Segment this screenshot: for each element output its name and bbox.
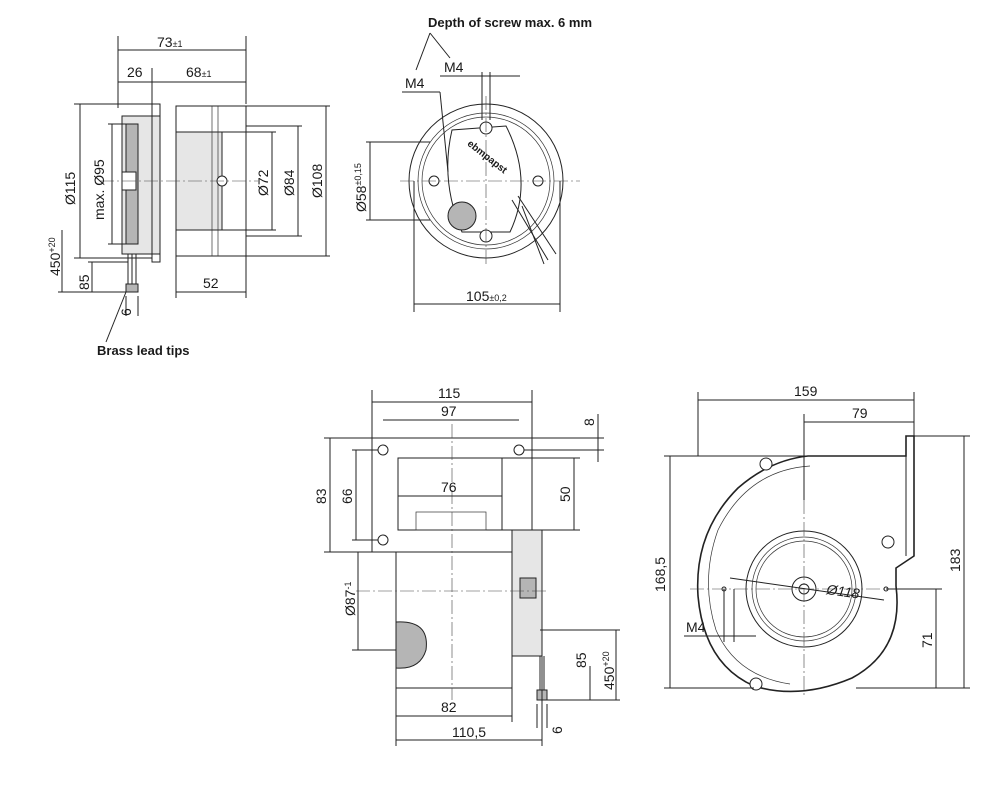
dim-b85: 85	[573, 652, 589, 668]
dim-52: 52	[203, 275, 219, 291]
dia-118-leader	[729, 577, 885, 601]
brass-lead-tips-icon	[125, 283, 139, 293]
flange-plate	[151, 103, 161, 263]
brass-lead-leader	[105, 291, 127, 343]
dim-r168: 168,5	[652, 557, 668, 592]
dim-b50: 50	[557, 486, 573, 502]
motor-front-view: ebmpapst Depth of screw max. 6 mm M4 M4 …	[353, 15, 592, 312]
depth-of-screw-label: Depth of screw max. 6 mm	[428, 15, 592, 30]
dim-84: Ø84	[281, 169, 297, 196]
brass-lead-tips-label: Brass lead tips	[97, 343, 190, 358]
dim-r71: 71	[919, 632, 935, 648]
dim-72: Ø72	[255, 169, 271, 196]
dim-26: 26	[127, 64, 143, 80]
scroll-housing	[696, 435, 915, 693]
side-view: 73±1 26 68±1 Ø115 max. Ø95 450+20 85 6 B…	[47, 34, 330, 358]
mount-hole-right-icon	[881, 535, 895, 549]
dim-b450: 450+20	[601, 651, 617, 690]
dim-b82: 82	[441, 699, 457, 715]
dim-r118: Ø118	[825, 581, 861, 602]
dim-b87: Ø87-1	[342, 582, 358, 616]
mount-hole-top-icon	[759, 457, 773, 471]
dim-58: Ø58±0,15	[353, 163, 369, 212]
dim-6: 6	[118, 308, 134, 316]
dim-b76: 76	[441, 479, 457, 495]
dim-105: 105±0,2	[466, 288, 507, 304]
flange-hole-bl-icon	[377, 534, 389, 546]
logo-text: ebmpapst	[465, 138, 510, 176]
mount-hole-bottom-icon	[749, 677, 763, 691]
capacitor-icon	[447, 201, 477, 231]
dim-85: 85	[76, 274, 92, 290]
dim-115: Ø115	[62, 172, 78, 205]
dim-r159: 159	[794, 383, 818, 399]
dim-m4-right: M4	[444, 59, 464, 75]
blower-side-view: Ø118 159 79 168,5 183 71 M4	[652, 383, 970, 696]
dim-b97: 97	[441, 403, 457, 419]
dim-73: 73±1	[157, 34, 183, 50]
dim-108: Ø108	[309, 164, 325, 198]
dim-b66: 66	[339, 488, 355, 504]
dim-b8: 8	[581, 418, 597, 426]
outlet-opening	[397, 457, 503, 531]
dim-68: 68±1	[186, 64, 212, 80]
flange-hole-tl-icon	[377, 444, 389, 456]
housing-body	[395, 551, 513, 689]
dim-b6: 6	[549, 726, 565, 734]
dim-max-95: max. Ø95	[91, 159, 107, 220]
dim-b83: 83	[313, 488, 329, 504]
dim-rm4: M4	[686, 619, 706, 635]
dim-m4-left: M4	[405, 75, 425, 91]
inlet-icon	[395, 621, 427, 669]
dim-r183: 183	[947, 548, 963, 572]
dim-b115: 115	[438, 385, 461, 401]
flange-hole-tr-icon	[513, 444, 525, 456]
dim-450: 450+20	[47, 237, 63, 276]
dim-r79: 79	[852, 405, 868, 421]
blower-outlet-view: 115 97 8 83 66 76 50 Ø87-1 8	[313, 385, 620, 746]
dim-b110: 110,5	[452, 724, 486, 740]
